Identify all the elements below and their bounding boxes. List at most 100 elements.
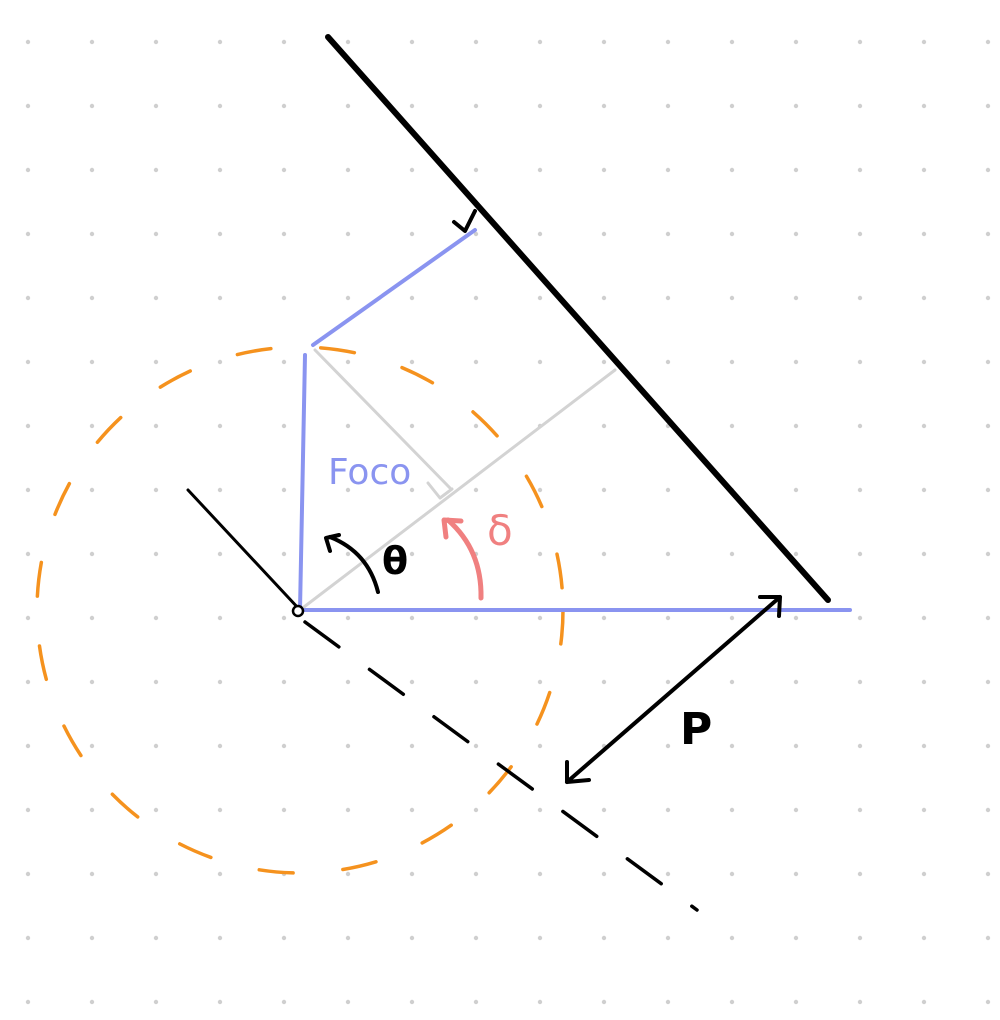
grid-dot bbox=[409, 39, 415, 45]
grid-dot bbox=[25, 935, 31, 941]
grid-dot bbox=[409, 871, 415, 877]
grid-dot bbox=[665, 743, 671, 749]
grid-dot bbox=[281, 615, 287, 621]
grid-dot bbox=[665, 103, 671, 109]
grid-dot bbox=[793, 551, 799, 557]
grid-dot bbox=[153, 551, 159, 557]
projection-right-angle-mark bbox=[426, 481, 454, 500]
grid-dot bbox=[153, 295, 159, 301]
grid-dot bbox=[665, 167, 671, 173]
grid-dot bbox=[281, 423, 287, 429]
grid-dot bbox=[601, 615, 607, 621]
grid-dot bbox=[409, 935, 415, 941]
grid-dot bbox=[25, 551, 31, 557]
grid-dot bbox=[601, 39, 607, 45]
grid-dot bbox=[473, 103, 479, 109]
grid-dot bbox=[601, 871, 607, 877]
grid-dot bbox=[793, 231, 799, 237]
grid-dot bbox=[665, 39, 671, 45]
grid-dot bbox=[793, 103, 799, 109]
grid-dot bbox=[217, 103, 223, 109]
grid-dot bbox=[281, 807, 287, 813]
grid-dot bbox=[153, 743, 159, 749]
grid-dot bbox=[25, 167, 31, 173]
grid-dot bbox=[345, 359, 351, 365]
grid-dot bbox=[217, 487, 223, 493]
grid-dot bbox=[345, 871, 351, 877]
grid-dot bbox=[537, 871, 543, 877]
grid-dot bbox=[153, 615, 159, 621]
grid-dot bbox=[281, 935, 287, 941]
theta-arrowhead bbox=[324, 533, 341, 553]
grid-dot bbox=[89, 39, 95, 45]
grid-dot bbox=[217, 935, 223, 941]
grid-dot bbox=[217, 871, 223, 877]
grid-dot bbox=[153, 39, 159, 45]
grid-dot bbox=[601, 999, 607, 1005]
grid-dot bbox=[89, 871, 95, 877]
focal-direction-line bbox=[298, 368, 617, 612]
grid-dot bbox=[985, 39, 991, 45]
grid-dot bbox=[857, 999, 863, 1005]
grid-dot bbox=[217, 743, 223, 749]
grid-dot bbox=[473, 679, 479, 685]
grid-dot bbox=[281, 743, 287, 749]
grid-dot bbox=[25, 615, 31, 621]
grid-dot bbox=[665, 999, 671, 1005]
grid-dot bbox=[25, 39, 31, 45]
grid-dot bbox=[409, 807, 415, 813]
grid-dot bbox=[281, 103, 287, 109]
grid-dot bbox=[857, 935, 863, 941]
grid-dot bbox=[217, 359, 223, 365]
grid-dot bbox=[25, 103, 31, 109]
grid-dot bbox=[921, 679, 927, 685]
grid-dot bbox=[537, 999, 543, 1005]
grid-dot bbox=[25, 999, 31, 1005]
grid-dot bbox=[921, 743, 927, 749]
grid-dot bbox=[793, 871, 799, 877]
theta-label: θ bbox=[382, 539, 408, 583]
grid-dot bbox=[153, 679, 159, 685]
grid-dot bbox=[665, 295, 671, 301]
grid-dot bbox=[921, 231, 927, 237]
grid-dot bbox=[217, 295, 223, 301]
grid-dot bbox=[89, 359, 95, 365]
grid-dot bbox=[857, 167, 863, 173]
grid-dot bbox=[281, 39, 287, 45]
grid-dot bbox=[345, 999, 351, 1005]
grid-dot bbox=[153, 999, 159, 1005]
grid-dot bbox=[89, 551, 95, 557]
grid-dot bbox=[537, 231, 543, 237]
grid-dot bbox=[857, 231, 863, 237]
grid-dot bbox=[921, 103, 927, 109]
grid-dot bbox=[665, 807, 671, 813]
grid-dot bbox=[281, 551, 287, 557]
grid-dot bbox=[409, 295, 415, 301]
p-arrowhead-lower bbox=[565, 760, 591, 784]
grid-dot bbox=[537, 807, 543, 813]
grid-dot bbox=[89, 167, 95, 173]
grid-dot bbox=[89, 231, 95, 237]
grid-dot bbox=[985, 487, 991, 493]
grid-dot bbox=[153, 359, 159, 365]
grid-dot bbox=[153, 231, 159, 237]
p-arrowhead-upper bbox=[758, 595, 782, 618]
grid-dot bbox=[729, 423, 735, 429]
delta-arc bbox=[445, 517, 484, 601]
dashed-normal-extension bbox=[303, 620, 699, 912]
grid-dot bbox=[217, 551, 223, 557]
grid-dot bbox=[153, 423, 159, 429]
grid-dot bbox=[409, 167, 415, 173]
grid-dot bbox=[921, 807, 927, 813]
grid-dot bbox=[537, 39, 543, 45]
grid-dot bbox=[473, 871, 479, 877]
grid-dot bbox=[89, 295, 95, 301]
grid-dot bbox=[857, 679, 863, 685]
grid-dot bbox=[793, 295, 799, 301]
grid-dot bbox=[921, 871, 927, 877]
grid-dot bbox=[793, 423, 799, 429]
grid-dot bbox=[409, 359, 415, 365]
grid-dot bbox=[857, 615, 863, 621]
grid-dot bbox=[857, 423, 863, 429]
